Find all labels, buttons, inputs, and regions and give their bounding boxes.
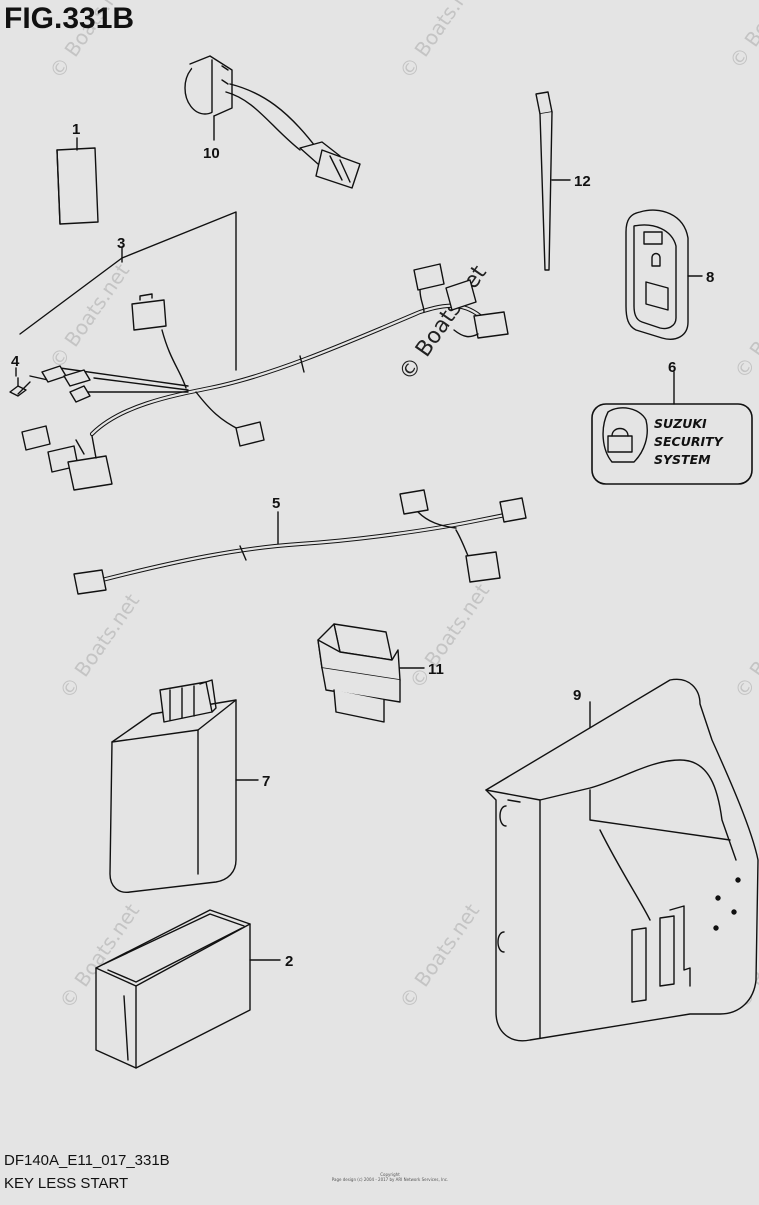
figure-title: FIG.331B bbox=[4, 2, 135, 35]
part-12-cable-tie bbox=[535, 91, 571, 271]
copyright-notice: Copyright Page design (c) 2004 - 2017 by… bbox=[330, 1172, 450, 1182]
callout-6: 6 bbox=[668, 359, 676, 376]
part-3-main-harness bbox=[19, 211, 509, 491]
copyright-line-2: Page design (c) 2004 - 2017 by ARI Netwo… bbox=[331, 1177, 449, 1182]
watermark-text: © Boats.net bbox=[404, 579, 494, 693]
part-9-bracket bbox=[485, 678, 759, 1042]
callout-9: 9 bbox=[573, 687, 581, 704]
callout-1: 1 bbox=[72, 121, 80, 138]
badge-line-1: SUZUKI bbox=[654, 416, 707, 431]
part-5-sub-harness bbox=[73, 489, 527, 595]
callout-5: 5 bbox=[272, 495, 280, 512]
footer-diagram-code: DF140A_E11_017_331B bbox=[4, 1152, 170, 1169]
badge-line-3: SYSTEM bbox=[654, 452, 711, 467]
watermark-text: © Boats.net bbox=[729, 269, 759, 383]
watermark-text: © Boats.net bbox=[729, 589, 759, 703]
watermark-text: © Boats.net bbox=[54, 589, 144, 703]
part-6-security-badge bbox=[591, 371, 753, 485]
watermark-text: © Boats.net bbox=[394, 899, 484, 1013]
callout-3: 3 bbox=[117, 235, 125, 252]
part-7-control-module bbox=[109, 679, 259, 893]
callout-2: 2 bbox=[285, 953, 293, 970]
watermark-text: © Boats.net bbox=[724, 0, 759, 73]
callout-8: 8 bbox=[706, 269, 714, 286]
watermark-text: © Boats.net bbox=[394, 0, 484, 83]
copyright-line-1: Copyright bbox=[380, 1172, 400, 1177]
security-badge-text: SUZUKI SECURITY SYSTEM bbox=[654, 416, 725, 467]
part-8-key-fob bbox=[625, 209, 703, 340]
callout-11: 11 bbox=[428, 661, 444, 678]
callout-labels: 1 2 3 4 5 6 7 8 9 10 11 12 bbox=[11, 121, 714, 970]
footer-diagram-name: KEY LESS START bbox=[4, 1175, 129, 1192]
watermark-text: © Boats.net bbox=[44, 259, 134, 373]
badge-line-2: SECURITY bbox=[654, 434, 725, 449]
part-1-label-card bbox=[56, 137, 99, 225]
part-2-case bbox=[95, 909, 281, 1069]
callout-10: 10 bbox=[203, 145, 220, 162]
part-10-buzzer bbox=[184, 55, 361, 189]
callout-7: 7 bbox=[262, 773, 270, 790]
callout-4: 4 bbox=[11, 353, 20, 370]
callout-12: 12 bbox=[574, 173, 591, 190]
part-4-screw bbox=[9, 367, 31, 397]
part-11-switch bbox=[317, 623, 425, 723]
